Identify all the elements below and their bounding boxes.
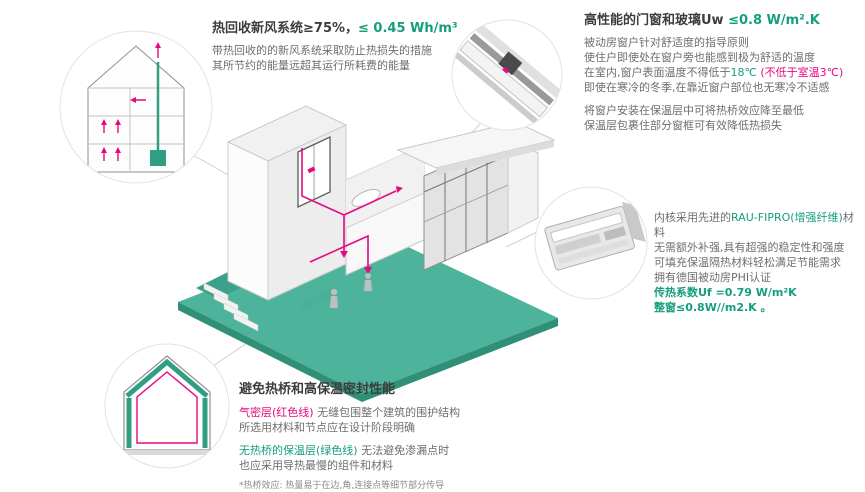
- windows-title-main: 高性能的门窗和玻璃Uw: [584, 13, 729, 28]
- profile-line3: 可填充保温隔热材料轻松满足节能需求: [654, 256, 841, 269]
- thermal-p1-line1: 气密层(红色线) 无缝包围整个建筑的围护结构: [239, 405, 579, 420]
- profile-line1-material: RAU-FIPRO(增强纤维): [731, 211, 843, 224]
- thermal-bridge-circle-illustration: [104, 343, 230, 469]
- ventilation-body-line1: 带热回收的的新风系统采取防止热损失的措施: [212, 44, 432, 57]
- airtight-layer-line: [136, 371, 198, 444]
- ventilation-title-main: 热回收新风系统≥75%，: [212, 21, 359, 36]
- windows-p2-line1: 将窗户安装在保温层中可将热桥效应降至最低: [584, 104, 804, 117]
- thermal-p1-line2: 所选用材料和节点应在设计阶段明确: [239, 421, 415, 434]
- windows-p1-line3-note: (不低于室温3℃): [756, 66, 844, 79]
- profile-section: 内核采用先进的RAU-FIPRO(增强纤维)材料 无需额外补强,具有超强的稳定性…: [654, 210, 864, 315]
- ventilation-body-line2: 其所节约的能量远超其运行所耗费的能量: [212, 59, 410, 72]
- profile-line2: 无需额外补强,具有超强的稳定性和强度: [654, 241, 845, 254]
- heat-exchanger-unit: [150, 150, 166, 166]
- windows-p2-line2: 保温层包裹住部分窗框可有效降低热损失: [584, 119, 782, 132]
- thermal-p1-rest: 无缝包围整个建筑的围护结构: [313, 406, 461, 419]
- thermal-p2-line1: 无热桥的保温层(绿色线) 无法避免渗漏点时: [239, 443, 579, 458]
- passive-house-isometric-illustration: [226, 105, 556, 312]
- windows-p1-line3-gray: 在室内,窗户表面温度不得低于: [584, 66, 731, 79]
- insulation-layer-line: [125, 358, 209, 448]
- profile-line4: 拥有德国被动房PHI认证: [654, 271, 772, 284]
- windows-p1-line4: 即使在寒冷的冬季,在靠近窗户部位也无寒冷不适感: [584, 81, 830, 94]
- thermal-p2-rest: 无法避免渗漏点时: [357, 444, 450, 457]
- ventilation-title: 热回收新风系统≥75%，≤ 0.45 Wh/m³: [212, 20, 572, 37]
- thermal-section: 避免热桥和高保温密封性能 气密层(红色线) 无缝包围整个建筑的围护结构 所选用材…: [239, 381, 579, 492]
- profile-line1: 内核采用先进的RAU-FIPRO(增强纤维)材料: [654, 210, 864, 240]
- profile-line1-gray: 内核采用先进的: [654, 211, 731, 224]
- insulation-layer-label: 无热桥的保温层(绿色线): [239, 444, 358, 457]
- windows-title-value: ≤0.8 W/m².K: [728, 13, 820, 28]
- thermal-title: 避免热桥和高保温密封性能: [239, 382, 396, 397]
- airtight-layer-label: 气密层(红色线): [239, 406, 314, 419]
- ventilation-circle-illustration: [59, 30, 213, 184]
- profile-line1-tail: 材料: [654, 211, 854, 239]
- ventilation-ducts: [301, 148, 397, 268]
- profile-uf-value: 传热系数Uf =0.79 W/m²K: [654, 286, 797, 299]
- thermal-footnote: *热桥效应: 热量易于在边,角,连接点等细节部分传导: [239, 481, 445, 491]
- windows-p1-line3-temp: 18℃: [730, 66, 757, 79]
- ventilation-section: 热回收新风系统≥75%，≤ 0.45 Wh/m³ 带热回收的的新风系统采取防止热…: [212, 20, 572, 73]
- kitchen-counter: [300, 286, 336, 312]
- terrace-steps: [203, 282, 259, 332]
- window-profile-circle-illustration: [534, 186, 648, 300]
- ventilation-title-value: ≤ 0.45 Wh/m³: [358, 21, 458, 36]
- windows-p1-line3: 在室内,窗户表面温度不得低于18℃ (不低于室温3℃): [584, 65, 862, 80]
- profile-uw-value: 整窗≤0.8W//m2.K 。: [654, 301, 772, 314]
- thermal-p2-line2: 也应采用导热最慢的组件和材料: [239, 459, 393, 472]
- windows-section: 高性能的门窗和玻璃Uw ≤0.8 W/m².K 被动房窗户针对舒适度的指导原则 …: [584, 12, 862, 133]
- windows-title: 高性能的门窗和玻璃Uw ≤0.8 W/m².K: [584, 12, 862, 29]
- duct-arrows: [307, 166, 403, 274]
- windows-p1-line2: 使住户即使处在窗户旁也能感到极为舒适的温度: [584, 51, 815, 64]
- person-figures: [330, 273, 372, 308]
- windows-p1-line1: 被动房窗户针对舒适度的指导原则: [584, 36, 749, 49]
- window-corner-circle-illustration: [451, 19, 563, 131]
